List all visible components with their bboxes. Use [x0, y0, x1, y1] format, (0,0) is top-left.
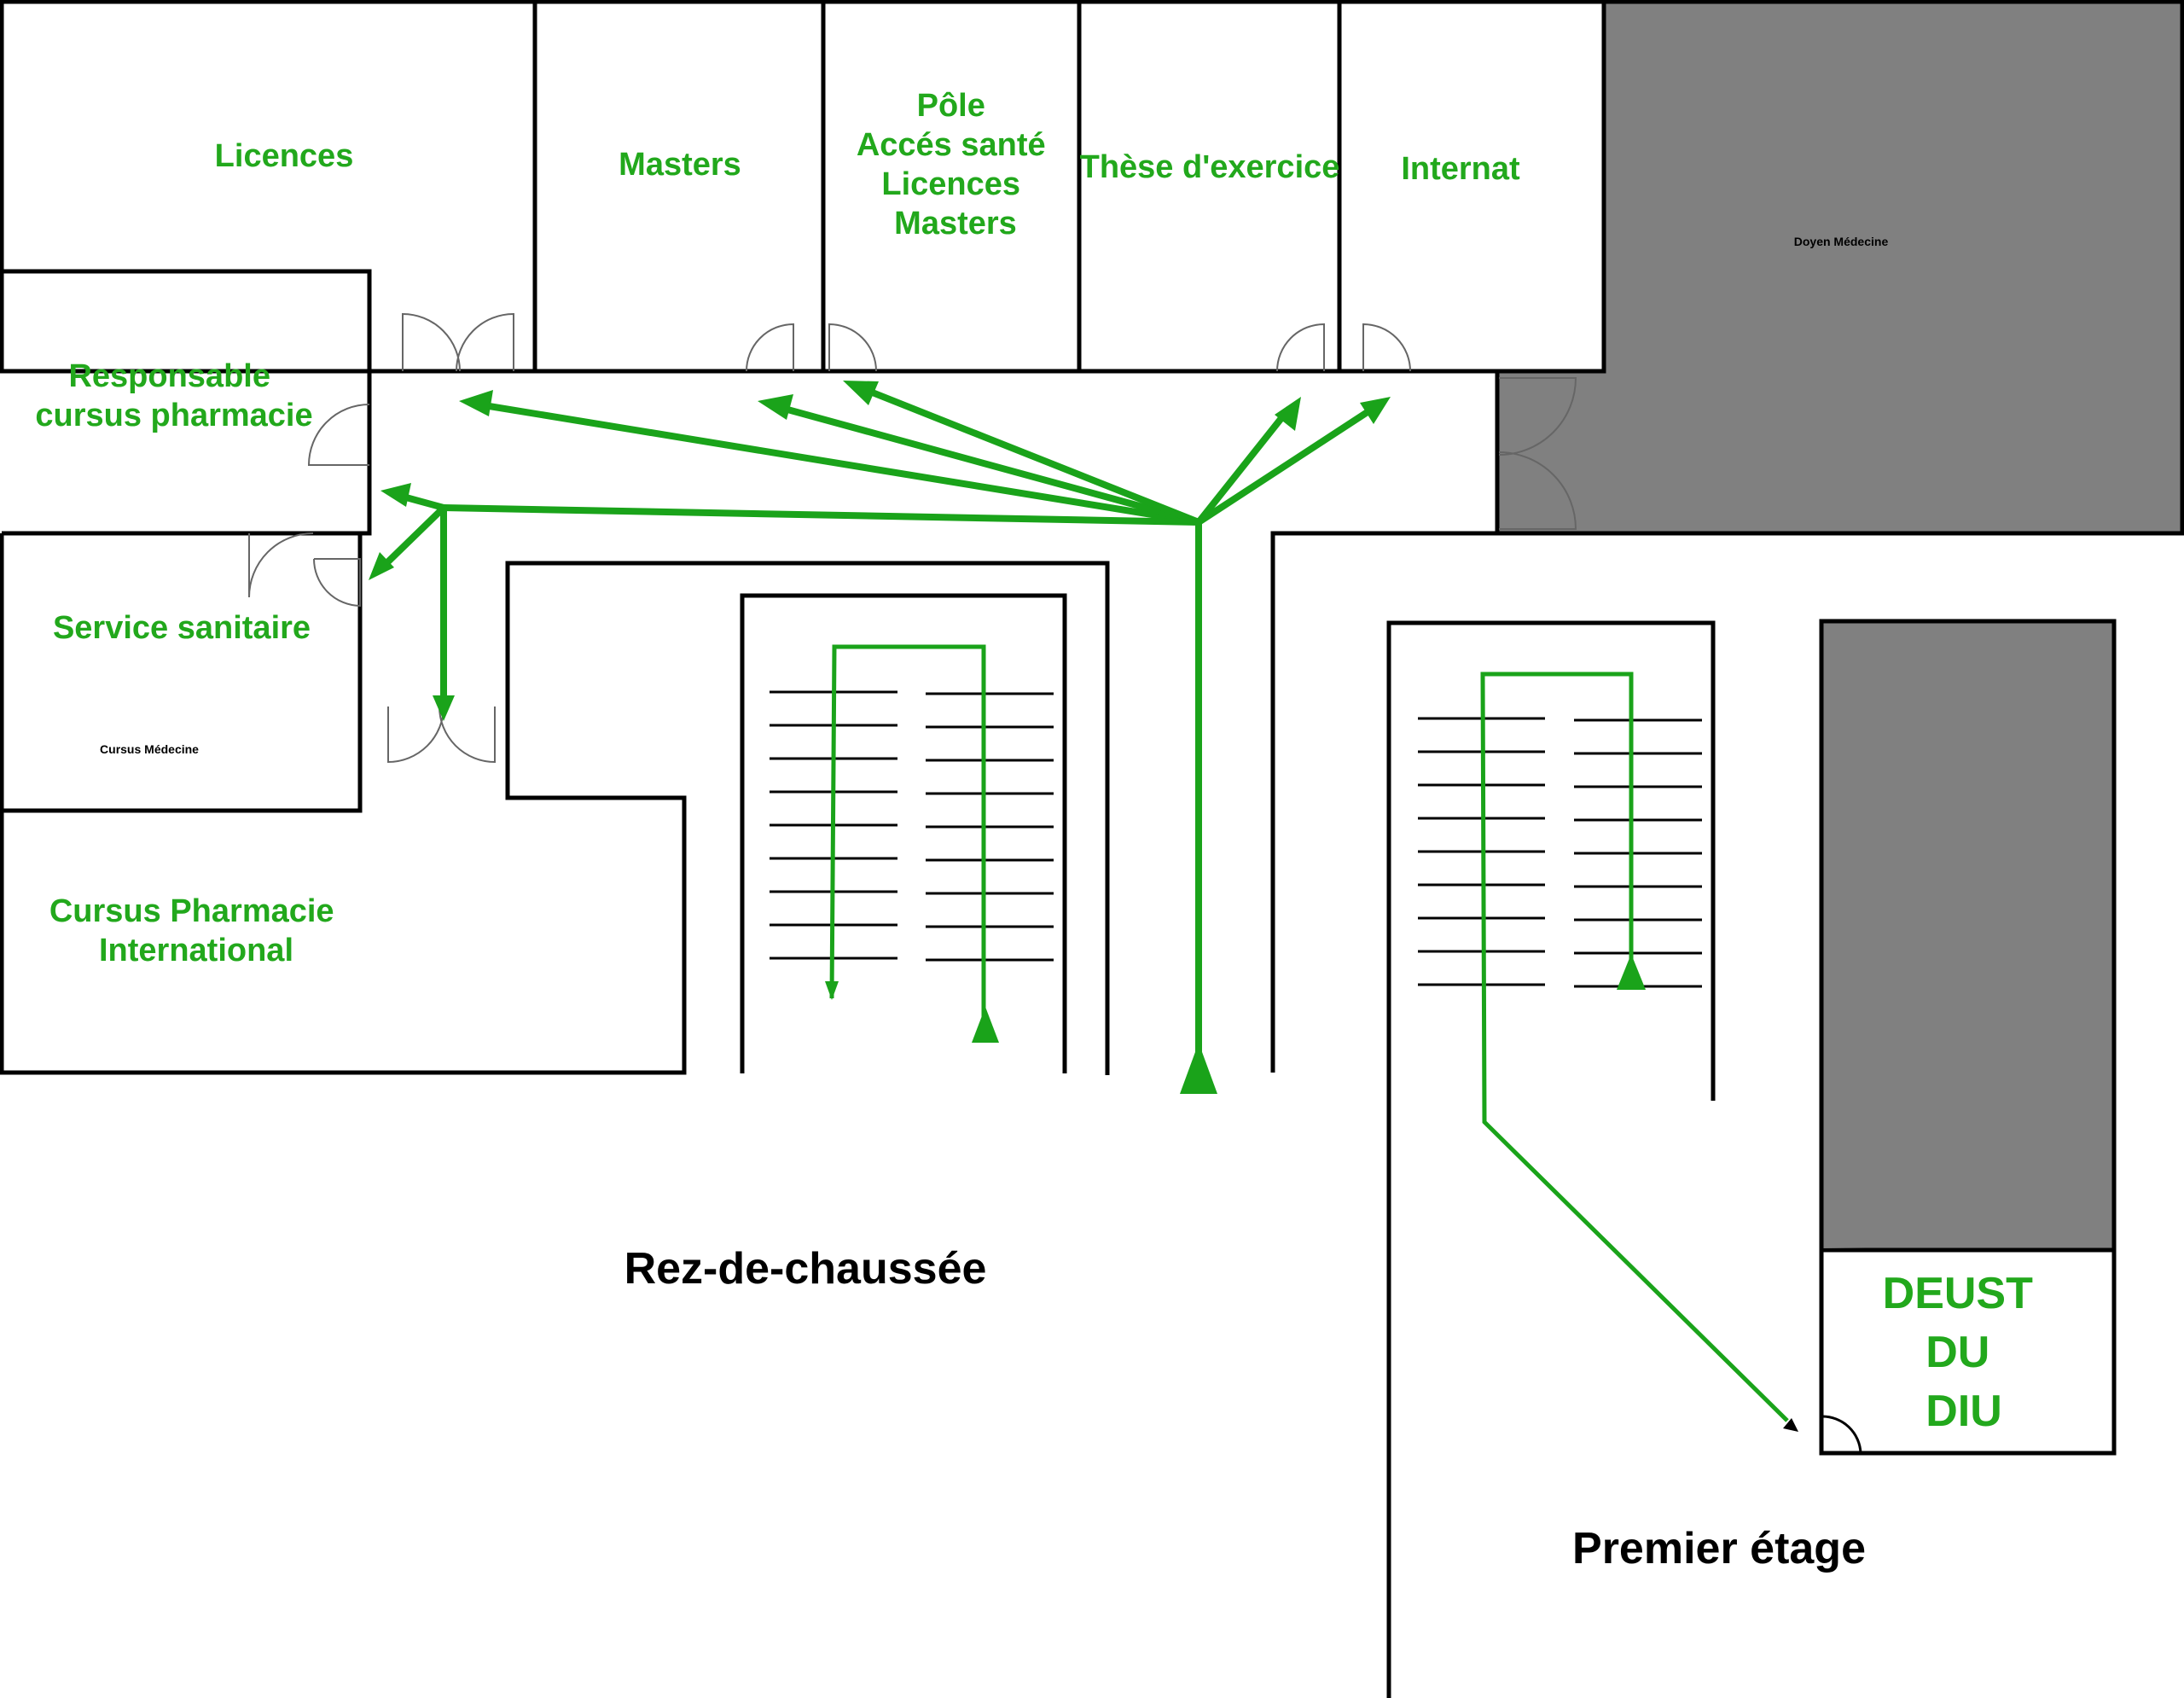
- routes: [369, 381, 1798, 1432]
- room-cursus-pharmacie-international-label: Cursus Pharmacie International: [49, 893, 343, 968]
- stairs-ground: [770, 690, 1054, 962]
- first-floor-grey-area: [1821, 621, 2114, 1250]
- arrowhead-stairs-up: [972, 1007, 999, 1043]
- arrowhead-licences: [459, 390, 493, 416]
- arrowhead-sanitaire: [369, 552, 394, 580]
- first-floor-label: Premier étage: [1572, 1524, 1866, 1573]
- arrowhead-pole: [843, 381, 879, 405]
- room-responsable-label: Responsable cursus pharmacie: [35, 358, 312, 433]
- arrowhead-these: [1275, 397, 1301, 431]
- ground-floor-walls: [0, 0, 1606, 1075]
- arrowhead-deust: [1783, 1418, 1798, 1432]
- room-internat-label: Internat: [1401, 151, 1520, 187]
- stairs-first: [1418, 717, 1702, 988]
- arrowhead-main-up: [1180, 1043, 1217, 1094]
- restricted-areas: [1495, 0, 2184, 1250]
- doors: [248, 312, 1862, 1454]
- arrowhead-stairs-down: [825, 981, 839, 1000]
- first-floor-walls: [1386, 619, 2117, 1698]
- room-these-label: Thèse d'exercice: [1080, 149, 1340, 185]
- room-pole-label: Pôle Accés santé Licences Masters: [857, 88, 1054, 241]
- arrowhead-cursus-medecine: [433, 695, 455, 721]
- arrowhead-masters: [758, 394, 793, 420]
- room-licences-label: Licences: [215, 138, 354, 174]
- doyen-medecine-label: Doyen Médecine: [1794, 235, 1889, 248]
- arrowhead-internat: [1360, 397, 1391, 424]
- arrowhead-responsable: [380, 483, 411, 507]
- arrowhead-first-stairs-up: [1617, 954, 1646, 990]
- cursus-medecine-label: Cursus Médecine: [100, 742, 199, 756]
- room-labels: Licences Masters Pôle Accés santé Licenc…: [35, 88, 2046, 1573]
- doyen-medecine-area: [1495, 0, 2184, 536]
- room-masters-label: Masters: [619, 147, 741, 183]
- ground-floor-label: Rez-de-chaussée: [624, 1244, 987, 1294]
- room-deust-label: DEUST DU DIU: [1883, 1269, 2046, 1436]
- room-sanitaire-label: Service sanitaire: [53, 610, 311, 646]
